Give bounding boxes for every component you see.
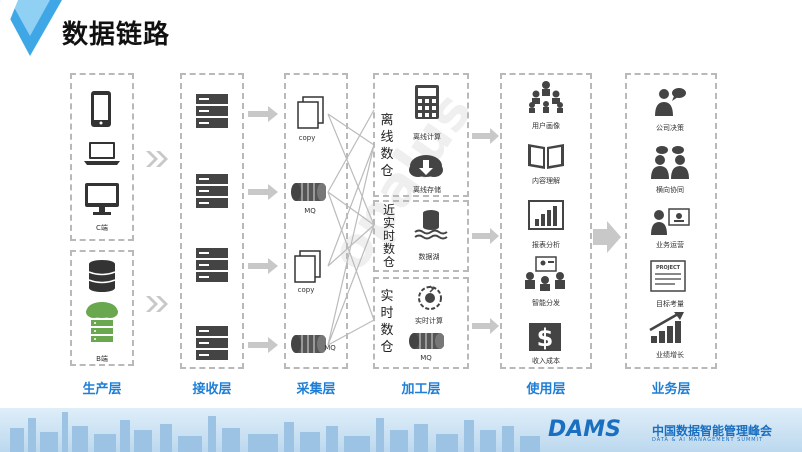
server-icon bbox=[196, 326, 228, 360]
dams-logo: DAMS bbox=[548, 417, 622, 442]
mq-label: MQ bbox=[304, 207, 316, 215]
mq-queue-icon bbox=[291, 183, 326, 201]
copy-icon bbox=[297, 96, 324, 129]
use-item-label: 内容理解 bbox=[532, 177, 560, 185]
use-item-label: 收入成本 bbox=[532, 357, 560, 365]
offline-warehouse-box bbox=[373, 73, 469, 197]
summit-title-cn: 中国数据智能管理峰会 bbox=[652, 424, 773, 438]
mq-queue-icon bbox=[291, 335, 326, 353]
b-side-label: B端 bbox=[96, 355, 108, 363]
decision-icon bbox=[655, 88, 686, 116]
layer-label-produce: 生产层 bbox=[82, 382, 122, 397]
layer-label-collect: 采集层 bbox=[296, 382, 336, 397]
user-profile-icon bbox=[529, 81, 563, 113]
corner-logo bbox=[0, 0, 62, 56]
copy-label: copy bbox=[298, 134, 316, 142]
c-side-label: C端 bbox=[96, 224, 108, 232]
distribution-icon bbox=[525, 256, 565, 291]
report-chart-icon bbox=[528, 200, 564, 230]
skyline-graphic bbox=[10, 412, 540, 452]
arrow-right-icon bbox=[472, 128, 499, 144]
svg-text:$: $ bbox=[537, 324, 554, 352]
offline-warehouse-title: 离线数仓 bbox=[380, 113, 394, 179]
data-lake-icon bbox=[414, 210, 448, 240]
double-chevron-icon bbox=[146, 151, 168, 167]
arrow-right-icon bbox=[248, 337, 278, 353]
use-item-label: 报表分析 bbox=[532, 241, 560, 249]
offline-store-label: 离线存储 bbox=[413, 186, 441, 194]
connector-lines bbox=[327, 109, 375, 346]
growth-chart-icon bbox=[649, 312, 684, 343]
data-lake-label: 数据湖 bbox=[418, 253, 440, 261]
near-realtime-warehouse-box bbox=[373, 200, 469, 272]
layer-label-process: 加工层 bbox=[401, 382, 441, 397]
business-box bbox=[625, 73, 717, 369]
open-book-icon bbox=[528, 144, 564, 169]
copy-icon bbox=[294, 250, 321, 283]
arrow-right-icon bbox=[472, 228, 499, 244]
page-title: 数据链路 bbox=[62, 20, 171, 50]
cloud-download-icon bbox=[409, 155, 443, 177]
use-box bbox=[500, 73, 592, 369]
realtime-warehouse-box bbox=[373, 277, 469, 369]
phone-icon bbox=[91, 91, 111, 127]
operations-icon bbox=[651, 208, 690, 235]
calculator-icon bbox=[415, 85, 439, 119]
big-arrow-right-icon bbox=[593, 221, 621, 253]
realtime-warehouse-title: 实时数仓 bbox=[380, 289, 394, 355]
collaboration-icon bbox=[651, 146, 689, 179]
dollar-icon: $ bbox=[529, 323, 561, 352]
arrow-right-icon bbox=[248, 106, 278, 122]
mq-label: MQ bbox=[324, 344, 336, 352]
business-item-label: 横向协同 bbox=[656, 186, 684, 194]
collect-box bbox=[284, 73, 348, 369]
near-realtime-warehouse-title: 近实时数仓 bbox=[382, 203, 395, 269]
project-document-icon: PROJECT bbox=[650, 260, 686, 292]
realtime-mq-label: MQ bbox=[420, 354, 432, 362]
double-chevron-icon bbox=[146, 296, 168, 312]
database-icon bbox=[88, 260, 116, 292]
business-item-label: 业务运营 bbox=[656, 241, 684, 249]
summit-title-en: DATA & AI MANAGEMENT SUMMIT bbox=[652, 437, 764, 443]
c-side-box bbox=[70, 73, 134, 241]
cloud-server-icon bbox=[86, 302, 118, 342]
use-item-label: 智能分发 bbox=[532, 299, 560, 307]
server-icon bbox=[196, 174, 228, 208]
monitor-icon bbox=[85, 183, 119, 215]
arrow-right-icon bbox=[248, 184, 278, 200]
b-side-box bbox=[70, 250, 134, 366]
footer-banner bbox=[0, 408, 802, 452]
arrow-right-icon bbox=[472, 318, 499, 334]
use-item-label: 用户画像 bbox=[532, 122, 560, 130]
offline-calc-label: 离线计算 bbox=[413, 133, 441, 141]
realtime-calc-label: 实时计算 bbox=[415, 317, 443, 325]
layer-label-business: 业务层 bbox=[651, 382, 691, 397]
business-item-label: 目标考量 bbox=[656, 300, 684, 308]
laptop-icon bbox=[84, 142, 120, 165]
server-icon bbox=[196, 248, 228, 282]
mq-queue-icon bbox=[409, 333, 444, 349]
layer-label-use: 使用层 bbox=[526, 382, 566, 397]
business-item-label: 公司决策 bbox=[656, 124, 684, 132]
layer-label-receive: 接收层 bbox=[192, 382, 232, 397]
business-item-label: 业绩增长 bbox=[656, 351, 684, 359]
realtime-gear-icon bbox=[418, 285, 442, 310]
receive-box bbox=[180, 73, 244, 369]
project-text: PROJECT bbox=[656, 265, 681, 271]
server-icon bbox=[196, 94, 228, 128]
arrow-right-icon bbox=[248, 258, 278, 274]
copy-label: copy bbox=[297, 286, 315, 294]
